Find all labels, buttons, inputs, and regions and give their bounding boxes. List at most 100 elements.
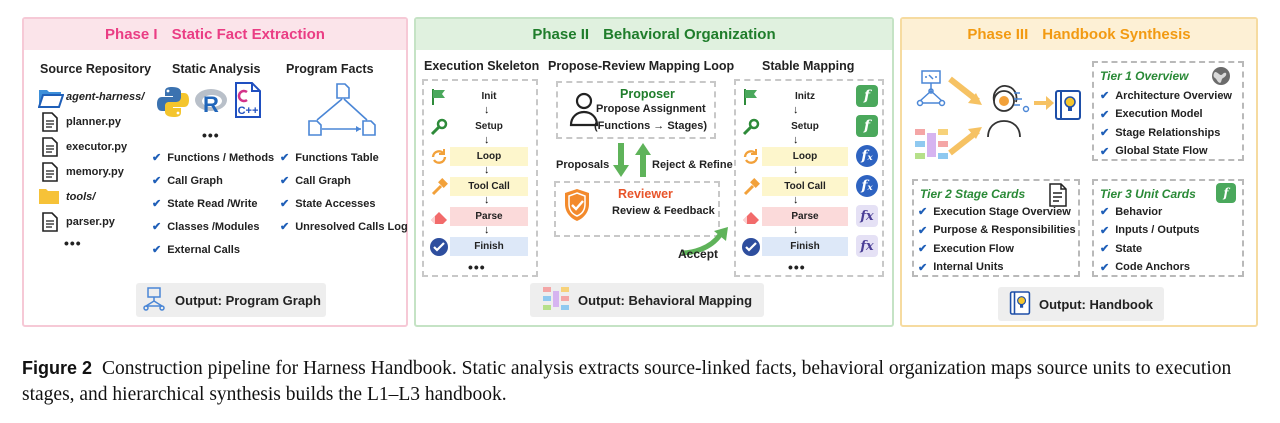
phase3-title: Handbook Synthesis: [1042, 26, 1191, 43]
globe-icon: [1210, 65, 1232, 92]
static-analysis-item-label: Call Graph: [167, 174, 223, 187]
program-facts-item: ✔ Functions Table: [280, 151, 379, 165]
static-analysis-item-label: State Read /Write: [167, 197, 258, 210]
tier1-item: ✔Execution Model: [1100, 108, 1203, 121]
stage-label: Initz: [762, 87, 848, 106]
checkmark-icon: ✔: [280, 152, 290, 164]
tier3-item-label: Behavior: [1115, 205, 1163, 218]
down-arrow-icon: ↓: [793, 104, 799, 116]
source-repo-item: planner.py: [66, 116, 122, 128]
tier2-item-label: Purpose & Responsibilities: [933, 224, 1076, 236]
function-badge-icon: fₓ: [856, 175, 878, 197]
source-repo-item: memory.py: [66, 166, 124, 178]
static-analysis-item: ✔ State Read /Write: [152, 197, 258, 211]
checkmark-icon: ✔: [1100, 108, 1110, 121]
down-arrow-icon: ↓: [793, 134, 799, 146]
program-facts-item-label: Unresolved Calls Log: [295, 220, 408, 233]
figure-label: Figure 2: [22, 358, 93, 378]
checkmark-icon: ✔: [1100, 127, 1110, 139]
proposals-arrow-icon: [612, 143, 630, 182]
tier2-item: ✔Execution Flow: [918, 242, 1014, 256]
program-graph-input-icon: [914, 69, 948, 116]
program-facts-item: ✔Call Graph: [280, 174, 351, 188]
accept-label: Accept: [678, 247, 719, 261]
skeleton-more: •••: [468, 259, 486, 275]
handbook-arrow-icon: [1034, 95, 1054, 116]
static-analysis-heading: Static Analysis: [172, 62, 261, 76]
stage-label: Loop: [762, 147, 848, 166]
down-arrow-icon: ↓: [793, 194, 799, 206]
static-analysis-item: ✔Functions / Methods: [152, 151, 275, 165]
phase1-title: Static Fact Extraction: [171, 26, 325, 43]
checkmark-icon: ✔: [918, 243, 928, 255]
program-facts-item-label: Functions Table: [295, 151, 379, 164]
static-analysis-item-label: Functions / Methods: [167, 151, 275, 164]
program-facts-item-label: State Accesses: [295, 197, 376, 210]
behavioral-mapping-output-label: Output: Behavioral Mapping: [577, 292, 753, 308]
file-icon: [42, 162, 58, 187]
tier2-box: Tier 2 Stage Cards ✔ Execution Stage Over…: [912, 179, 1080, 277]
execution-skeleton-box: Init↓Setup↓Loop↓Tool Call↓Parse↓Finish••…: [422, 79, 538, 277]
accept-arrow-icon: [680, 221, 734, 260]
reject-refine-label: Reject & Refine: [652, 159, 733, 171]
function-badge-icon: fx: [856, 235, 878, 257]
tier3-item: ✔State: [1100, 242, 1142, 256]
file-icon: [42, 212, 58, 237]
tier1-item-label: Architecture Overview: [1115, 89, 1232, 102]
phase3-panel: Phase III Handbook Synthesis Tier 1 Overv…: [900, 17, 1258, 327]
proposer-line1: Propose Assignment: [596, 103, 706, 115]
static-analysis-item: ✔Call Graph: [152, 174, 223, 188]
handbook-output-icon: [1009, 290, 1031, 319]
stage-label: Finish: [450, 237, 528, 256]
handbook-output-label: Output: Handbook: [1038, 296, 1154, 312]
checkmark-icon: ✔: [1100, 224, 1110, 237]
static-analysis-item: ✔External Calls: [152, 243, 240, 257]
check-circle-icon: [740, 236, 762, 258]
checkmark-icon: ✔: [1100, 243, 1110, 255]
checkmark-icon: ✔: [152, 198, 162, 210]
checkmark-icon: ✔: [280, 221, 290, 233]
flag-icon: [428, 86, 450, 108]
r-logo-icon: R: [194, 85, 228, 124]
svg-text:C++: C++: [238, 105, 259, 117]
figure-caption-text: Construction pipeline for Harness Handbo…: [22, 358, 1232, 405]
reviewer-line1: Review & Feedback: [612, 205, 715, 217]
checkmark-icon: ✔: [1100, 261, 1110, 274]
down-arrow-icon: ↓: [484, 134, 490, 146]
proposer-title: Proposer: [620, 87, 675, 101]
document-icon: [1048, 183, 1068, 212]
tier1-item: ✔Global State Flow: [1100, 145, 1208, 158]
static-analysis-more: •••: [202, 127, 220, 143]
python-logo-icon: [156, 85, 190, 124]
flowchart-icon: [141, 286, 167, 315]
loop-icon: [428, 146, 450, 168]
stage-label: Setup: [762, 117, 848, 136]
source-repo-heading: Source Repository: [40, 62, 152, 76]
shield-icon: [562, 187, 592, 228]
tier1-item: ✔ Stage Relationships: [1100, 126, 1221, 140]
tier1-item-label: Stage Relationships: [1115, 126, 1221, 139]
tier2-item-label: Execution Stage Overview: [933, 205, 1071, 218]
static-analysis-item: ✔Classes /Modules: [152, 220, 260, 234]
tier2-title: Tier 2 Stage Cards: [920, 187, 1026, 201]
synthesis-arrows-icon: [948, 69, 988, 170]
behavioral-mapping-output: Output: Behavioral Mapping: [530, 283, 764, 317]
mapping-grid-icon: [542, 285, 570, 316]
stable-mapping-heading: Stable Mapping: [762, 59, 855, 73]
svg-text:R: R: [203, 92, 219, 117]
ai-agent-icon: [976, 79, 1032, 144]
checkmark-icon: ✔: [1100, 90, 1110, 102]
tier1-title: Tier 1 Overview: [1100, 69, 1189, 83]
phase3-number: Phase III: [967, 26, 1029, 43]
checkmark-icon: ✔: [918, 206, 928, 218]
eraser-icon: [428, 206, 450, 228]
static-analysis-item-label: External Calls: [167, 243, 240, 256]
proposals-label: Proposals: [556, 159, 610, 171]
tier3-item: ✔Inputs / Outputs: [1100, 224, 1200, 237]
stage-label: Finish: [762, 237, 848, 256]
program-facts-item: ✔ Unresolved Calls Log: [280, 220, 408, 234]
